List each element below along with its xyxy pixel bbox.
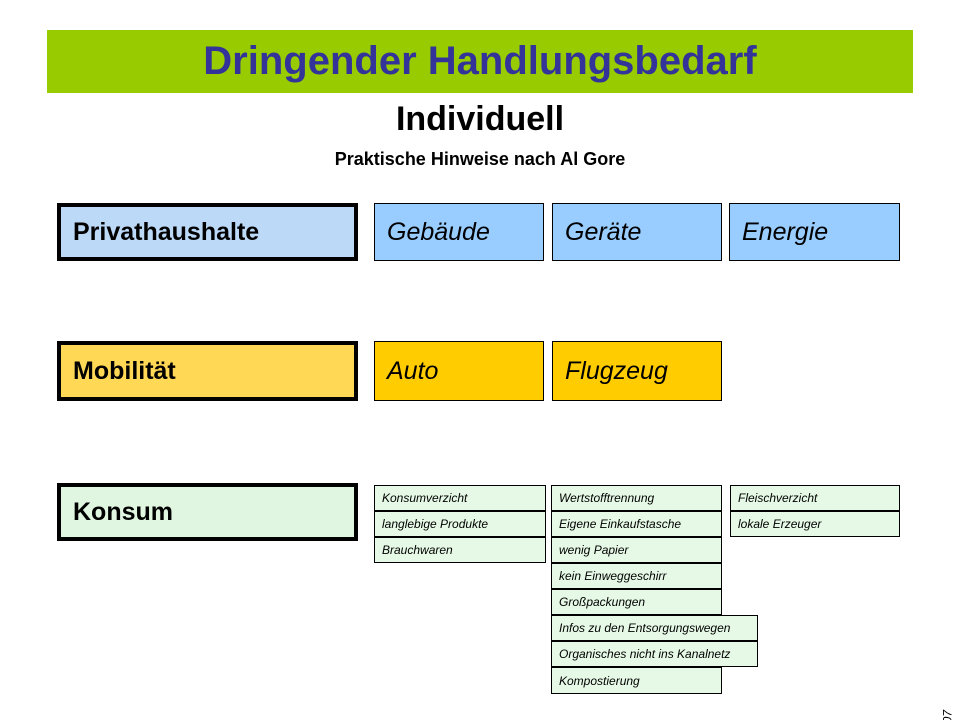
- mini-item-konsumverzicht: Konsumverzicht: [374, 485, 546, 511]
- item-flugzeug: Flugzeug: [552, 341, 722, 401]
- title-banner: Dringender Handlungsbedarf: [47, 30, 913, 93]
- mini-item-brauchwaren: Brauchwaren: [374, 537, 546, 563]
- item-auto: Auto: [374, 341, 544, 401]
- slide-subtitle: Individuell: [395, 100, 565, 138]
- mini-item-wenig-papier: wenig Papier: [551, 537, 722, 563]
- category-privathaushalte: Privathaushalte: [57, 203, 358, 261]
- mini-item-kein-einweggeschirr: kein Einweggeschirr: [551, 563, 722, 589]
- mini-item-organisches-kanalnetz: Organisches nicht ins Kanalnetz: [551, 641, 758, 667]
- copyright-text: © Al Gore 2006 / J. Martin 2007: [940, 710, 954, 720]
- item-gebaeude: Gebäude: [374, 203, 544, 261]
- mini-item-kompostierung: Kompostierung: [551, 667, 722, 694]
- item-geraete: Geräte: [552, 203, 722, 261]
- category-mobilitaet: Mobilität: [57, 341, 358, 401]
- category-konsum: Konsum: [57, 483, 358, 541]
- mini-item-fleischverzicht: Fleischverzicht: [730, 485, 900, 511]
- mini-item-eigene-einkaufstasche: Eigene Einkaufstasche: [551, 511, 722, 537]
- slide-title: Dringender Handlungsbedarf: [203, 39, 757, 83]
- item-energie: Energie: [729, 203, 900, 261]
- mini-item-infos-entsorgungswege: Infos zu den Entsorgungswegen: [551, 615, 758, 641]
- mini-item-grosspackungen: Großpackungen: [551, 589, 722, 615]
- mini-item-langlebige-produkte: langlebige Produkte: [374, 511, 546, 537]
- slide-tagline: Praktische Hinweise nach Al Gore: [334, 149, 626, 169]
- mini-item-wertstofftrennung: Wertstofftrennung: [551, 485, 722, 511]
- mini-item-lokale-erzeuger: lokale Erzeuger: [730, 511, 900, 537]
